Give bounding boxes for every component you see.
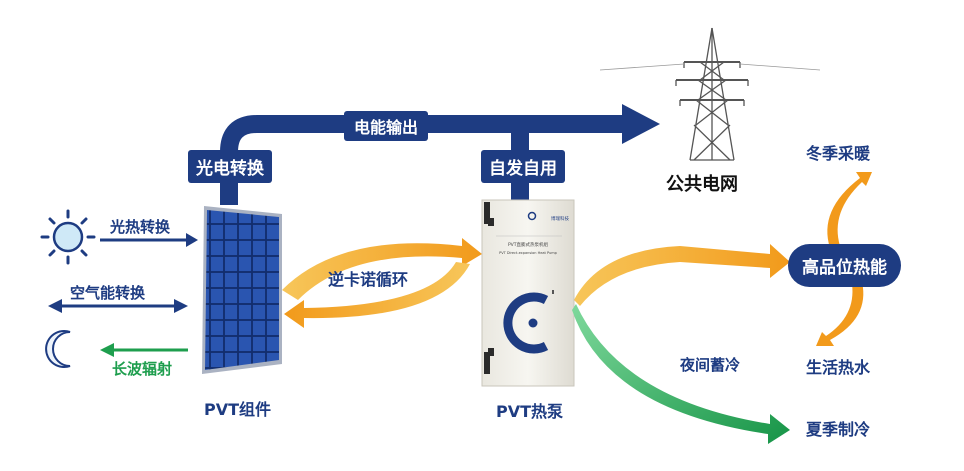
power-pipe <box>220 104 660 205</box>
longwave-arrow <box>100 343 188 357</box>
solar-thermal-arrow <box>100 233 198 247</box>
public-grid-label: 公共电网 <box>666 174 738 195</box>
air-energy-label: 空气能转换 <box>70 284 146 302</box>
night-storage-label: 夜间蓄冷 <box>680 356 741 374</box>
pump-panel-title-cn: PVT直膨式热泵机组 <box>508 241 549 248</box>
pvt-module-label: PVT组件 <box>204 400 272 419</box>
moon-icon <box>45 330 71 368</box>
transmission-tower-icon <box>599 27 821 161</box>
reverse-carnot-label: 逆卡诺循环 <box>328 270 409 289</box>
pump-brand: 博瑞科技 <box>551 215 569 222</box>
cycle-arrow-to-module <box>284 262 470 328</box>
solar-thermal-label: 光热转换 <box>110 218 171 236</box>
winter-heating-label: 冬季采暖 <box>806 144 871 163</box>
self-use-label: 自发自用 <box>481 150 565 183</box>
longwave-label: 长波辐射 <box>112 360 173 378</box>
winter-heating-arrow <box>827 172 872 248</box>
hot-water-arrow <box>816 282 864 346</box>
heat-pump-unit <box>481 199 575 387</box>
power-output-label: 电能输出 <box>344 111 429 141</box>
heat-output-arrow <box>574 244 790 306</box>
pvt-heat-pump-label: PVT热泵 <box>496 402 564 421</box>
cycle-arrow-to-pump <box>282 238 482 300</box>
air-energy-arrow <box>48 299 188 313</box>
power-output-arrowhead <box>622 104 660 144</box>
high-grade-heat-badge: 高品位热能 <box>788 244 901 287</box>
pump-panel-title-en: PVT Direct-expansion Heat Pump <box>499 251 558 255</box>
cooling-output-arrow <box>572 304 790 444</box>
summer-cooling-label: 夏季制冷 <box>806 420 871 439</box>
hot-water-label: 生活热水 <box>806 358 871 377</box>
pv-conversion-label: 光电转换 <box>188 150 272 183</box>
pvt-module <box>202 206 282 374</box>
sun-icon <box>40 209 96 265</box>
